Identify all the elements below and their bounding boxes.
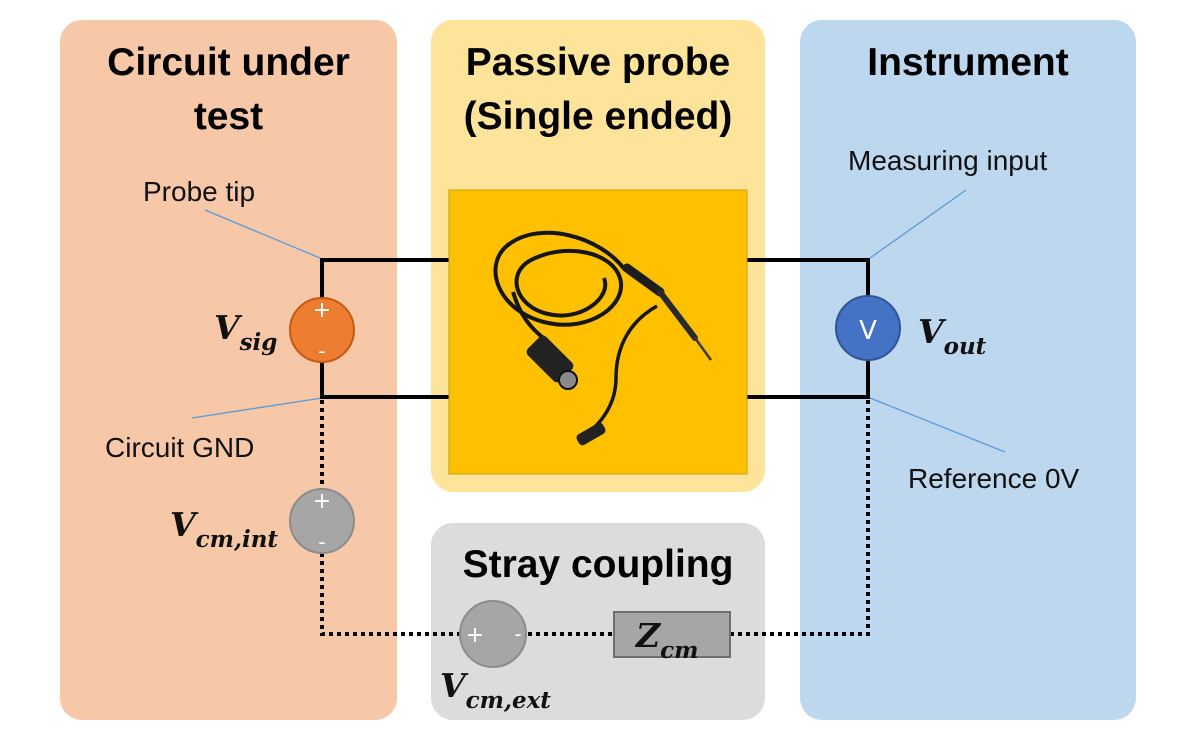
v-cm-int-plus: + [313,489,331,514]
voltmeter [835,295,901,361]
v-cm-ext-sub: cm,ext [465,687,551,714]
signal-wire-bottom-left [320,362,449,399]
v-cm-int-label: Vcm,int [170,505,278,553]
v-cm-int-sub: cm,int [195,526,279,553]
instrument-panel [800,20,1136,720]
v-sig-main: V [214,308,240,347]
reference-leader [869,397,1006,453]
circuit-gnd-leader [191,397,323,419]
circuit-title-line1: Circuit under [107,41,350,84]
v-sig-source [289,297,355,363]
v-sig-sub: sig [239,329,278,356]
z-cm-sub: cm [660,637,699,664]
signal-wire-top-left [320,258,449,298]
v-sig-minus: - [318,339,325,363]
v-cm-int-minus: - [318,530,325,554]
v-cm-ext-source [459,600,527,668]
z-cm-main: Z [636,616,661,655]
z-cm-label: Zcm [636,616,698,664]
reference-label: Reference 0V [908,463,1080,494]
v-sig-plus: + [313,298,331,323]
measuring-input-leader [869,189,967,259]
signal-wire-top-right [747,258,870,296]
measuring-input-label: Measuring input [848,145,1048,176]
voltmeter-symbol: V [859,316,877,346]
circuit-gnd-label: Circuit GND [105,432,255,463]
v-cm-ext-minus: - [514,622,521,646]
circuit-title-line2: test [193,95,264,138]
probe-title-line2: (Single ended) [463,95,733,138]
probe-tip-label: Probe tip [143,176,256,207]
instrument-title: Instrument [867,41,1069,84]
circuit-under-test-panel [60,20,397,720]
z-cm-impedance [613,611,731,658]
common-mode-path [320,400,870,636]
v-out-main: V [918,312,944,351]
v-cm-int-source [289,488,355,554]
v-cm-int-main: V [170,505,196,544]
v-out-label: Vout [918,312,986,360]
probe-title-line1: Passive probe [465,41,731,84]
v-cm-ext-label: Vcm,ext [440,666,551,714]
v-sig-label: Vsig [214,308,277,356]
v-out-sub: out [943,333,987,360]
passive-probe-title: Passive probe (Single ended) [431,36,765,144]
oscilloscope-probe-icon [493,230,713,446]
v-cm-ext-plus: + [466,623,484,648]
v-cm-ext-main: V [440,666,466,705]
circuit-under-test-title: Circuit under test [60,36,397,144]
signal-wire-bottom-right [747,360,870,399]
probe-tip-leader [204,209,321,259]
stray-coupling-title: Stray coupling [462,543,734,586]
